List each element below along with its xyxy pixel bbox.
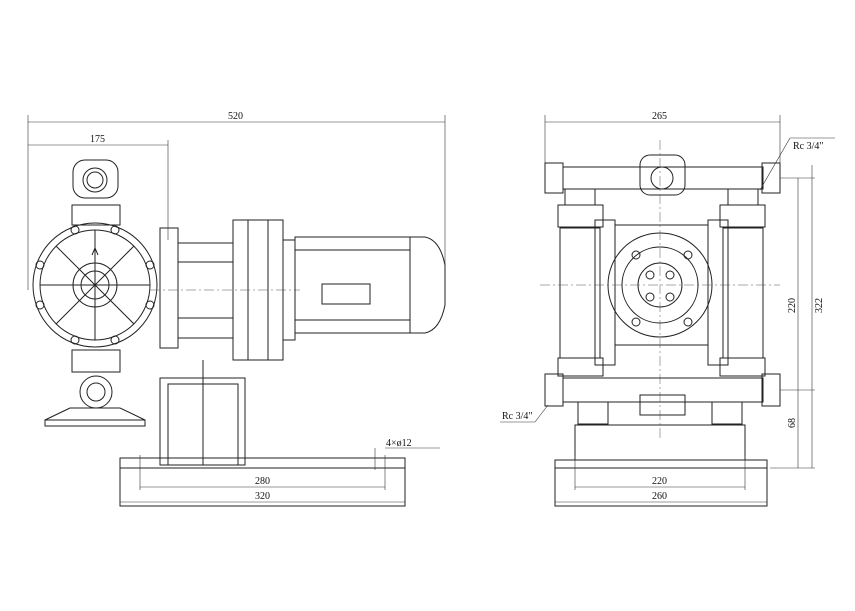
- outlet-manifold: [544, 154, 781, 228]
- front-view: 265 Rc 3/4": [500, 111, 835, 507]
- dim-mount-holes: 4×ø12: [386, 438, 412, 449]
- dim-total-height: 322: [814, 298, 825, 313]
- dim-base-outer: 320: [255, 491, 270, 502]
- front-base: 220 260: [554, 424, 768, 507]
- pump-chamber: [32, 222, 158, 348]
- dim-total-length: 520: [228, 111, 243, 122]
- dim-port-spacing: 220: [787, 298, 798, 313]
- inlet-manifold: [544, 357, 781, 425]
- outlet-thread-label: Rc 3/4": [793, 141, 823, 152]
- dim-base-inner: 280: [255, 476, 270, 487]
- dim-inlet-height: 68: [787, 418, 798, 428]
- base-frame: 280 320 4×ø12: [119, 360, 440, 507]
- dim-width: 265: [652, 111, 667, 122]
- dim-base-outer: 260: [652, 491, 667, 502]
- dim-pump-width: 175: [90, 134, 105, 145]
- electric-motor: [282, 236, 446, 341]
- motor-bracket: [150, 219, 300, 361]
- outlet-port: [71, 159, 121, 226]
- side-view: 520 175: [27, 111, 446, 507]
- pump-body-front: [540, 140, 780, 440]
- inlet-thread-label: Rc 3/4": [502, 411, 532, 422]
- dim-base-inner: 220: [652, 476, 667, 487]
- inlet-port: [44, 349, 146, 427]
